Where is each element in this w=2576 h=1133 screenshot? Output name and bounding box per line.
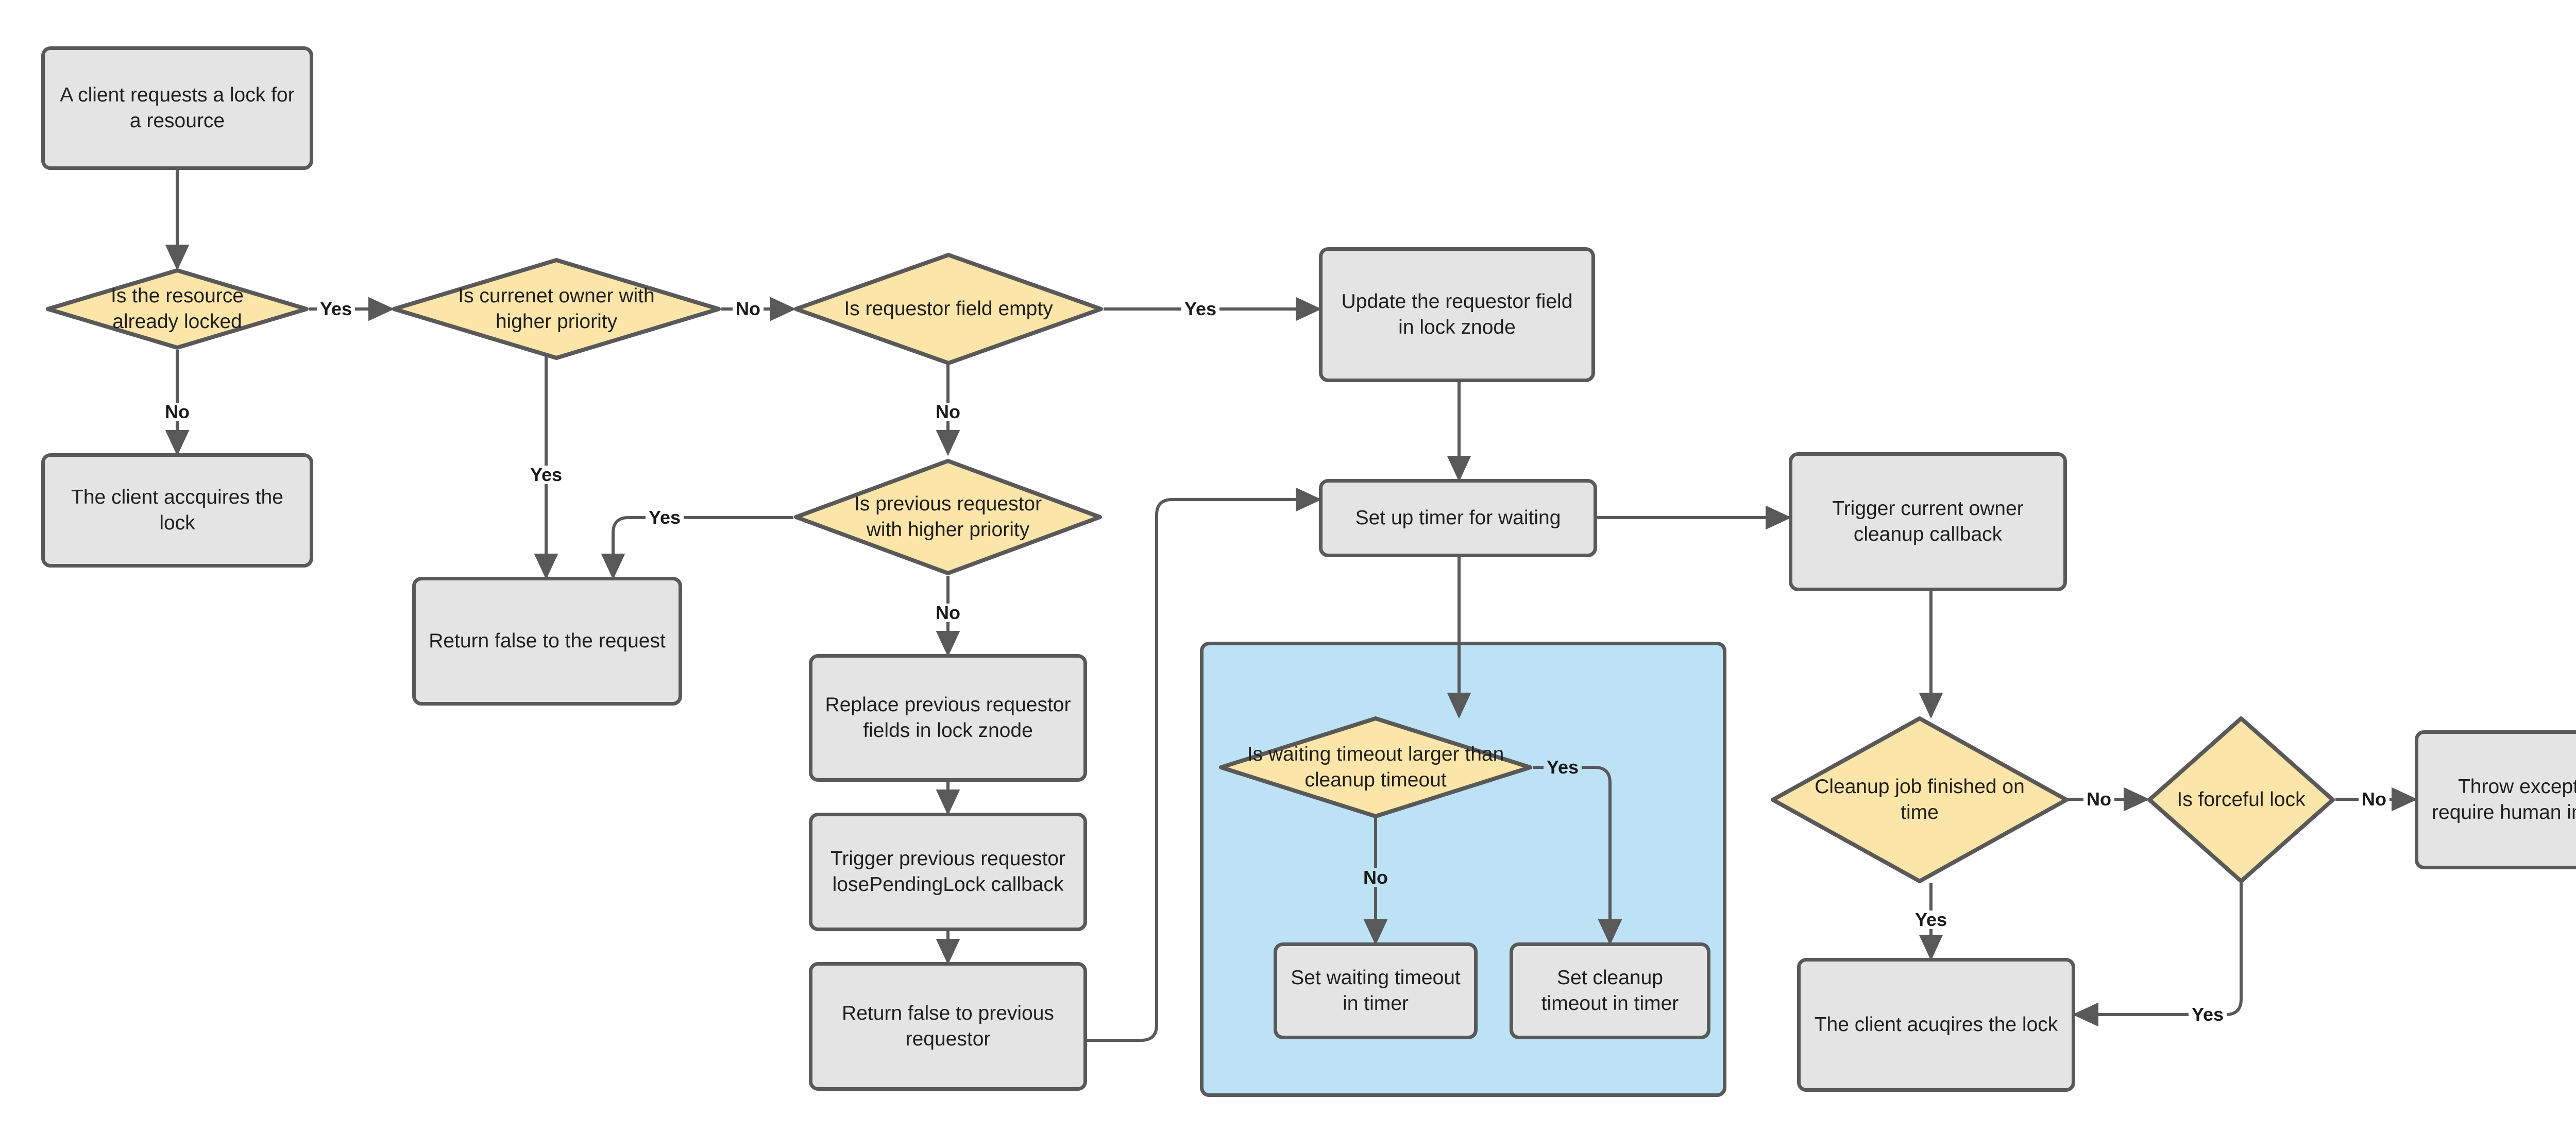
node-is-previous-requestor-higher-priority[interactable]: Is previous requestor with higher priori… [793,458,1103,576]
node-trigger-previous-requestor-callback[interactable]: Trigger previous requestor losePendingLo… [809,813,1087,931]
node-cleanup-job-finished-on-time[interactable]: Cleanup job finished on time [1770,716,2069,884]
node-label: Return false to the request [429,630,666,653]
edge-label-no-requestor-empty: No [933,403,963,421]
diamond-shape [2147,716,2335,883]
node-set-waiting-timeout[interactable]: Set waiting timeout in timer [1274,942,1478,1039]
diamond-shape [1219,716,1532,818]
node-client-acuqires-lock[interactable]: The client acuqires the lock [1797,958,2075,1092]
edge-label-no-resource-locked: No [162,403,193,421]
node-is-current-owner-higher-priority[interactable]: Is currenet owner with higher priority [392,258,721,360]
node-is-requestor-field-empty[interactable]: Is requestor field empty [793,252,1104,366]
edge-label-yes-previous-requestor: Yes [645,508,684,527]
edge-label-no-waiting-timeout: No [1360,868,1391,887]
node-update-requestor-field[interactable]: Update the requestor field in lock znode [1319,247,1595,382]
edge-label-yes-forceful-lock: Yes [2188,1005,2227,1024]
node-set-up-timer-for-waiting[interactable]: Set up timer for waiting [1319,479,1597,557]
node-label: Replace previous requestor fields in loc… [825,694,1071,742]
node-return-false-to-request[interactable]: Return false to the request [412,577,682,706]
edge-n8-n7 [601,516,793,580]
node-is-resource-locked[interactable]: Is the resource already locked [45,268,309,350]
diamond-shape [1771,716,2069,883]
edge-label-no-forceful-lock: No [2359,790,2389,809]
diamond-shape [794,253,1103,365]
node-label: Trigger current owner cleanup callback [1832,497,2024,545]
edge-label-yes-current-owner: Yes [527,466,566,484]
node-throw-exception[interactable]: Throw exception and require human interv… [2415,730,2576,869]
node-return-false-to-previous-requestor[interactable]: Return false to previous requestor [809,962,1087,1091]
edge-label-yes-resource-locked: Yes [316,300,355,318]
node-label: The client accquires the lock [71,486,283,534]
node-label: Update the requestor field in lock znode [1341,290,1573,338]
node-client-accquires-lock[interactable]: The client accquires the lock [41,453,313,568]
diamond-shape [794,459,1102,575]
node-label: Trigger previous requestor losePendingLo… [831,848,1065,896]
node-set-cleanup-timeout[interactable]: Set cleanup timeout in timer [1510,942,1710,1039]
node-label: A client requests a lock for a resource [60,84,295,132]
edge-label-yes-requestor-empty: Yes [1181,300,1220,318]
edge-label-no-cleanup-finished: No [2083,790,2114,809]
node-label: Throw exception and require human interv… [2432,776,2576,823]
node-trigger-current-owner-cleanup[interactable]: Trigger current owner cleanup callback [1789,452,2067,591]
edge-label-no-current-owner: No [733,300,764,318]
edge-label-yes-waiting-timeout: Yes [1543,758,1582,777]
node-label: Return false to previous requestor [842,1002,1054,1050]
diamond-shape [392,258,721,360]
node-label: Set cleanup timeout in timer [1541,967,1679,1015]
node-replace-previous-requestor-fields[interactable]: Replace previous requestor fields in loc… [809,654,1087,782]
node-label: Set up timer for waiting [1355,507,1561,529]
node-is-waiting-timeout-larger[interactable]: Is waiting timeout larger than cleanup t… [1218,716,1533,819]
edge-label-no-previous-requestor: No [933,604,963,622]
edge-label-yes-cleanup-finished: Yes [1911,911,1951,929]
node-client-requests-lock[interactable]: A client requests a lock for a resource [41,46,313,170]
node-label: Set waiting timeout in timer [1291,967,1461,1015]
node-label: The client acuqires the lock [1814,1014,2058,1036]
node-is-forceful-lock[interactable]: Is forceful lock [2147,716,2335,884]
diamond-shape [46,268,309,350]
